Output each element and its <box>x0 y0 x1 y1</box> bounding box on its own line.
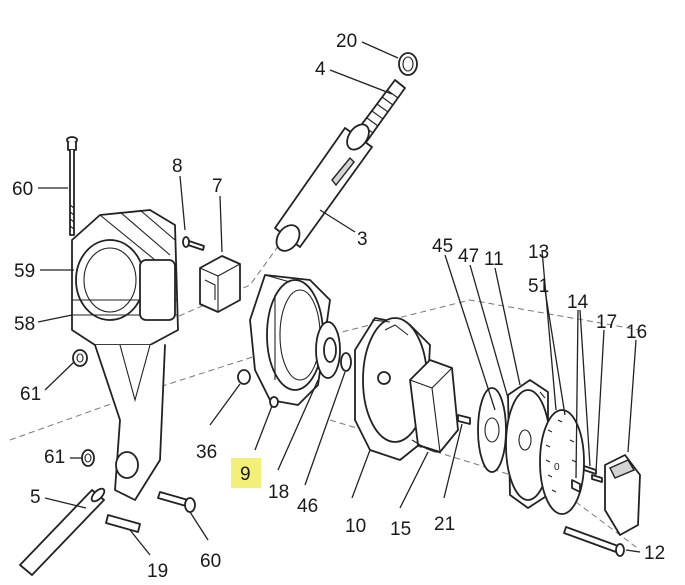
callout-47: 47 <box>458 246 479 267</box>
callout-15: 15 <box>390 519 411 540</box>
callout-13: 13 <box>528 242 549 263</box>
part-15-hex-block <box>409 359 459 453</box>
callout-60-top: 60 <box>12 179 33 200</box>
callout-51: 51 <box>528 276 549 297</box>
part-36-nut <box>237 369 251 385</box>
part-10-cylinder <box>354 317 431 461</box>
part-5-shaft <box>19 487 106 576</box>
part-14-pins <box>571 465 597 493</box>
callout-10: 10 <box>345 516 366 537</box>
part-21-pin <box>457 414 471 425</box>
callout-59: 59 <box>14 261 35 282</box>
callout-7: 7 <box>212 176 223 197</box>
callout-17: 17 <box>596 312 617 333</box>
callout-9: 9 <box>240 464 251 485</box>
callout-9-highlight <box>231 458 261 488</box>
callout-3: 3 <box>357 229 368 250</box>
part-8-screw <box>182 236 205 251</box>
part-46-washer <box>340 352 352 372</box>
callout-14: 14 <box>567 292 589 313</box>
callout-labels: 20 4 8 7 60 3 59 45 47 11 13 51 14 17 16… <box>12 31 665 582</box>
callout-4: 4 <box>315 59 326 80</box>
part-20-o-ring <box>398 52 418 76</box>
callout-61-lower: 61 <box>44 447 65 468</box>
callout-21: 21 <box>434 514 455 535</box>
callout-8: 8 <box>172 156 183 177</box>
callout-16: 16 <box>626 322 647 343</box>
callout-19: 19 <box>147 561 168 582</box>
callout-46: 46 <box>297 496 318 517</box>
callout-5: 5 <box>30 487 41 508</box>
part-58-59-clamp <box>71 209 179 346</box>
part-12-bolt <box>563 526 625 557</box>
part-60-short-bolt <box>157 491 196 513</box>
part-11-gear-disk <box>505 379 551 509</box>
part-19-pin <box>105 514 141 533</box>
svg-text:0: 0 <box>554 462 560 473</box>
callout-45: 45 <box>432 236 453 257</box>
part-13-dial: 0 <box>539 409 585 515</box>
part-61-lower-nut <box>81 449 95 467</box>
clamp-lower-arm <box>94 344 166 501</box>
callout-58: 58 <box>14 314 35 335</box>
part-61-upper-nut <box>72 349 88 367</box>
callout-18: 18 <box>268 482 289 503</box>
callout-36: 36 <box>196 442 217 463</box>
part-7-block <box>199 255 241 313</box>
callout-leader-lines <box>37 41 641 556</box>
part-9-housing <box>249 274 331 408</box>
callout-12: 12 <box>644 543 665 564</box>
part-18-spacer <box>315 321 341 379</box>
part-3-tube <box>274 123 373 252</box>
part-16-knob <box>604 454 641 536</box>
callout-60-bottom: 60 <box>200 551 221 572</box>
callout-61-upper: 61 <box>20 384 41 405</box>
part-60-long-bolt <box>66 136 78 236</box>
callout-20: 20 <box>336 31 357 52</box>
part-17-pin <box>591 474 603 483</box>
callout-11: 11 <box>484 249 504 270</box>
